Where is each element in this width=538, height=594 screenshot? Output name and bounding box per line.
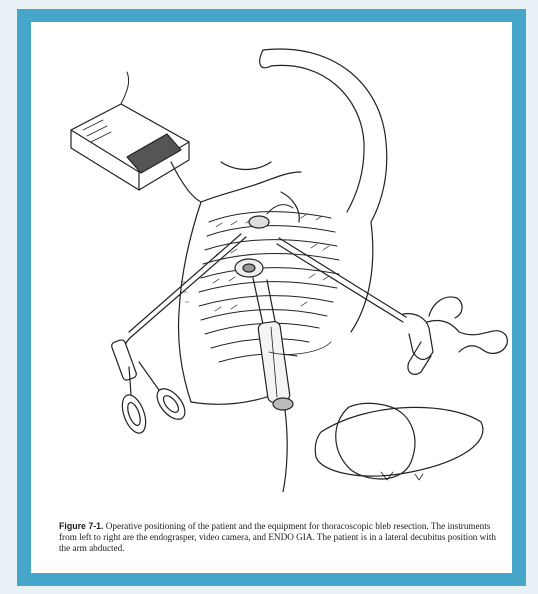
upper-port bbox=[249, 216, 269, 228]
figure-frame: Figure 7-1. Operative positioning of the… bbox=[17, 9, 526, 586]
endo-gia bbox=[277, 238, 507, 374]
figure-page: Figure 7-1. Operative positioning of the… bbox=[31, 22, 512, 573]
figure-label: Figure 7-1. bbox=[59, 521, 103, 531]
patient-arm bbox=[260, 49, 387, 222]
figure-caption: Figure 7-1. Operative positioning of the… bbox=[59, 521, 499, 554]
surgical-illustration bbox=[31, 22, 512, 492]
video-monitor bbox=[71, 72, 189, 190]
shoulder-outline bbox=[281, 192, 299, 222]
patient-head bbox=[315, 403, 483, 480]
figure-caption-text: Operative positioning of the patient and… bbox=[59, 521, 496, 553]
